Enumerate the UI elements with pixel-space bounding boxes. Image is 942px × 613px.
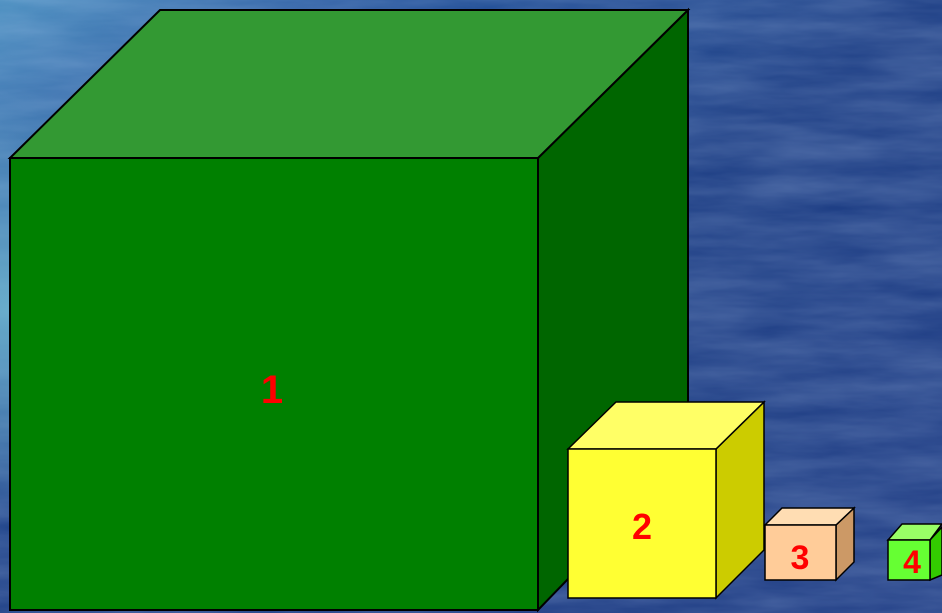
cube-3-number: 3 xyxy=(791,539,810,577)
cube-4: 4 xyxy=(888,524,942,580)
cube-1-number: 1 xyxy=(261,368,283,412)
cube-2: 2 xyxy=(568,402,764,598)
cube-3: 3 xyxy=(765,508,854,580)
cube-2-number: 2 xyxy=(632,506,652,547)
cube-4-number: 4 xyxy=(903,544,921,580)
